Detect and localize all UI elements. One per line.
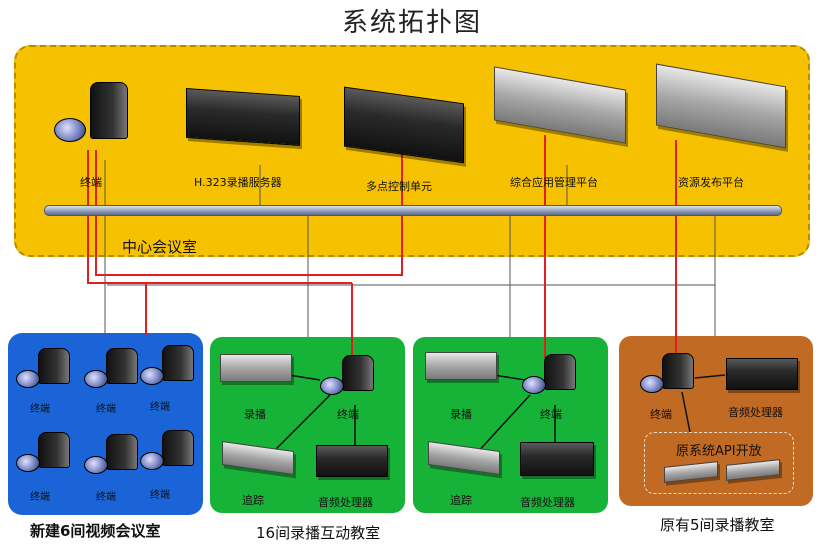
terminal-icon	[162, 345, 194, 381]
green-left-terminal-label: 终端	[337, 408, 359, 421]
blue-terminal-label-4: 终端	[30, 492, 50, 503]
terminal-icon	[106, 348, 138, 384]
camera-icon	[522, 376, 546, 394]
camera-icon	[84, 456, 108, 474]
audio-processor-icon[interactable]	[726, 358, 798, 390]
orange-terminal-label: 终端	[650, 408, 672, 421]
camera-icon	[16, 454, 40, 472]
mcu-label: 多点控制单元	[366, 180, 432, 193]
zone-arrows	[269, 371, 726, 456]
api-open-label: 原系统API开放	[676, 444, 762, 459]
recorder-icon[interactable]	[425, 352, 497, 380]
terminal-icon	[662, 353, 694, 389]
central-terminal-label: 终端	[80, 176, 102, 189]
green-left-audio-label: 音频处理器	[318, 496, 373, 509]
blue-terminal-label-1: 终端	[30, 404, 50, 415]
orange-audio-label: 音频处理器	[728, 406, 783, 419]
camera-icon	[84, 370, 108, 388]
red-link-blue	[87, 150, 147, 335]
terminal-icon	[90, 82, 128, 139]
management-platform-label: 综合应用管理平台	[510, 176, 598, 189]
green-right-audio-label: 音频处理器	[520, 496, 575, 509]
diagram-title: 系统拓扑图	[341, 8, 482, 38]
terminal-icon	[162, 430, 194, 466]
green-right-terminal-label: 终端	[540, 408, 562, 421]
blue-terminal-label-3: 终端	[150, 402, 170, 413]
camera-icon	[140, 452, 164, 470]
camera-icon	[320, 377, 344, 395]
blue-terminal-label-5: 终端	[96, 492, 116, 503]
api-open-box	[644, 432, 794, 494]
orange-zone-caption: 原有5间录播教室	[660, 516, 775, 534]
h323-server-label: H.323录播服务器	[194, 176, 282, 189]
camera-icon	[640, 375, 664, 393]
green-left-tracking-label: 追踪	[242, 494, 264, 507]
camera-icon	[54, 118, 86, 142]
blue-terminal-label-2: 终端	[96, 404, 116, 415]
recorder-icon[interactable]	[220, 354, 292, 382]
terminal-icon	[38, 432, 70, 468]
terminal-icon	[106, 434, 138, 470]
green-left-record-label: 录播	[244, 408, 266, 421]
audio-processor-icon[interactable]	[520, 442, 594, 476]
terminal-icon	[38, 348, 70, 384]
camera-icon	[140, 367, 164, 385]
blue-zone-caption: 新建6间视频会议室	[30, 522, 161, 540]
resource-platform-label: 资源发布平台	[678, 176, 744, 189]
terminal-icon	[544, 354, 576, 390]
audio-processor-icon[interactable]	[316, 445, 388, 477]
green-right-record-label: 录播	[450, 408, 472, 421]
terminal-icon	[342, 355, 374, 391]
green-zones-caption: 16间录播互动教室	[256, 524, 381, 542]
central-terminal[interactable]	[48, 80, 138, 160]
network-bus	[44, 205, 782, 216]
green-right-tracking-label: 追踪	[450, 494, 472, 507]
camera-icon	[16, 370, 40, 388]
central-room-name: 中心会议室	[122, 238, 198, 256]
blue-terminal-label-6: 终端	[150, 490, 170, 501]
h323-server-icon[interactable]	[186, 88, 300, 146]
